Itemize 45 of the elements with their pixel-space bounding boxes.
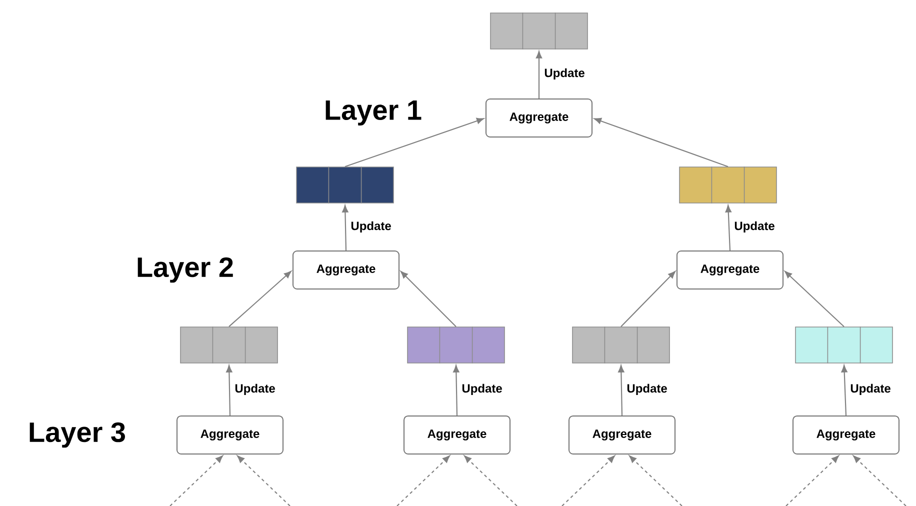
vector-bar [679,166,777,204]
arrow [784,270,844,327]
layer-label: Layer 1 [326,100,422,126]
aggregate-box: Aggregate [486,98,592,138]
aggregate-box: Aggregate [792,416,900,454]
arrow [536,51,542,98]
vector-bar [180,326,278,364]
dashed-arrow [786,455,839,506]
edge-label: Update [543,67,586,81]
aggregate-box: Aggregate [176,416,284,454]
aggregate-box: Aggregate [676,250,784,290]
edge-label: Update [849,382,892,396]
edge-label: Update [460,382,504,396]
aggregate-box: Aggregate [568,416,676,454]
dashed-arrow [629,455,682,506]
arrow [226,365,232,416]
arrow [453,365,460,416]
edge-label: Update [733,220,776,234]
dashed-arrow [170,455,223,506]
edge-label: Update [234,382,276,396]
arrow [228,270,292,327]
aggregate-box: Aggregate [404,416,510,454]
arrow [618,365,624,416]
vector-bar [296,166,394,204]
edge-label: Update [350,220,392,234]
dashed-arrow [464,455,518,506]
vector-bar [795,326,893,364]
layer-label: Layer 3 [30,422,125,448]
arrow [342,205,348,250]
arrow [841,365,848,416]
dashed-arrow [396,455,450,506]
aggregate-box: Aggregate [292,250,400,290]
dashed-arrow [237,455,290,506]
layer-label: Layer 2 [138,257,233,283]
vector-bar [407,326,505,364]
arrow [400,271,456,327]
arrow [344,118,484,168]
vector-bar [490,12,588,50]
arrow [620,271,676,327]
dashed-arrow [853,455,906,506]
arrow [594,118,728,168]
vector-bar [572,326,670,364]
dashed-arrow [562,455,615,506]
edge-label: Update [626,382,668,396]
arrow [725,205,732,251]
